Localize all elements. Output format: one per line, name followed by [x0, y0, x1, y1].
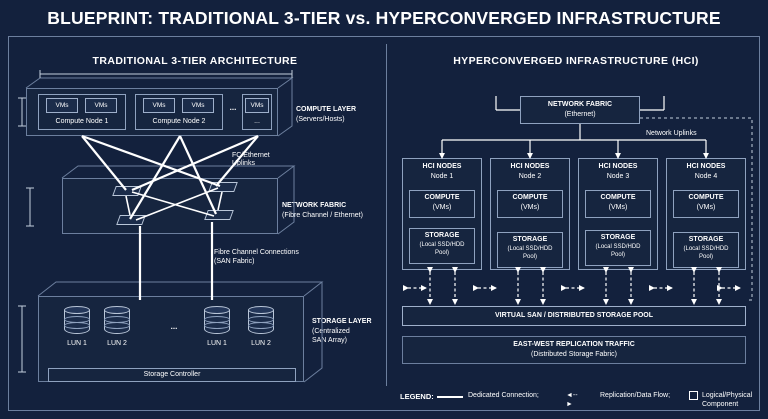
vm-box: VMs — [182, 98, 214, 113]
hci-node-2-compute-sub: (VMs) — [520, 204, 540, 211]
storage-controller-label: Storage Controller — [143, 371, 201, 378]
legend-title: LEGEND: — [400, 392, 434, 401]
compute-layer-sublabel: (Servers/Hosts) — [296, 116, 345, 123]
storage-layer-sublabel-1: (Centralized — [312, 328, 350, 335]
hci-node-1-name: Node 1 — [430, 173, 454, 180]
hci-node-2-storage-label: STORAGE — [512, 236, 548, 243]
hci-node-1-storage — [409, 228, 475, 264]
hci-node-3-compute-label: COMPUTE — [600, 194, 636, 201]
legend-component-box-icon — [689, 391, 698, 400]
network-switch-icon — [204, 210, 234, 220]
lun-disk-icon — [204, 306, 230, 336]
hci-node-1-compute-label: COMPUTE — [424, 194, 460, 201]
compute-node-2-label: Compute Node 2 — [152, 118, 206, 125]
network-fabric-sublabel: (Fibre Channel / Ethernet) — [282, 212, 363, 219]
hci-node-3-name: Node 3 — [606, 173, 630, 180]
hci-node-4-storage-sub2: Pool) — [698, 254, 713, 260]
compute-node-n-label: ... — [254, 118, 260, 125]
vm-box: VMs — [85, 98, 117, 113]
san-fabric-label-line1: Fibre Channel Connections — [214, 249, 299, 256]
hci-network-fabric-box — [520, 96, 640, 124]
lun-label: LUN 2 — [107, 340, 127, 347]
virtual-san-bar — [402, 306, 746, 326]
hci-node-2-title: HCI NODES — [510, 163, 550, 170]
hci-node-1-storage-sub1: (Local SSD/HDD — [419, 242, 465, 248]
network-switch-icon — [116, 215, 146, 225]
hci-node-1-compute — [409, 190, 475, 218]
lun-label: LUN 1 — [67, 340, 87, 347]
hci-node-3-title: HCI NODES — [598, 163, 638, 170]
legend-item-label: Logical/Physical Component — [702, 392, 753, 408]
hci-network-fabric-title: NETWORK FABRIC — [547, 101, 613, 108]
storage-layer-sublabel-2: SAN Array) — [312, 337, 348, 344]
hci-node-2-storage-sub1: (Local SSD/HDD — [507, 246, 553, 252]
hci-node-3-storage-sub2: Pool) — [610, 252, 625, 258]
hci-node-1-title: HCI NODES — [422, 163, 462, 170]
compute-layer-label: COMPUTE LAYER — [296, 106, 357, 113]
lun-disk-icon — [104, 306, 130, 336]
network-fabric-label: NETWORK FABRIC — [282, 202, 347, 209]
storage-luns-ellipsis: ... — [170, 322, 178, 331]
network-switch-icon — [208, 182, 238, 192]
lun-label: LUN 1 — [207, 340, 227, 347]
panel-divider — [386, 44, 387, 386]
right-panel-title: HYPERCONVERGED INFRASTRUCTURE (HCI) — [453, 55, 699, 67]
hci-node-4-compute-label: COMPUTE — [688, 194, 724, 201]
hci-node-1-storage-label: STORAGE — [424, 232, 460, 239]
legend-solid-line-icon — [437, 396, 463, 398]
hci-node-2-name: Node 2 — [518, 173, 542, 180]
east-west-replication-title: EAST-WEST REPLICATION TRAFFIC — [513, 341, 635, 348]
hci-node-4-storage-label: STORAGE — [688, 236, 724, 243]
fc-uplinks-label-line2: Uplinks — [232, 160, 255, 167]
hci-network-fabric-sub: (Ethernet) — [564, 111, 596, 118]
san-fabric-label-line2: (SAN Fabric) — [214, 258, 255, 265]
page-title: BLUEPRINT: TRADITIONAL 3-TIER vs. HYPERC… — [47, 8, 721, 28]
east-west-replication-box — [402, 336, 746, 364]
hci-node-4-compute-sub: (VMs) — [696, 204, 716, 211]
hci-node-2-storage — [497, 232, 563, 268]
network-fabric-container — [62, 178, 278, 234]
vm-box: VMs — [245, 98, 269, 113]
lun-disk-icon — [248, 306, 274, 336]
vm-box: VMs — [143, 98, 175, 113]
legend-dashed-arrow-icon: ◄--► — [566, 392, 578, 408]
hci-node-2-compute — [497, 190, 563, 218]
lun-label: LUN 2 — [251, 340, 271, 347]
hci-node-2-storage-sub2: Pool) — [522, 254, 537, 260]
hci-node-3-compute-sub: (VMs) — [608, 204, 628, 211]
hci-node-1-compute-sub: (VMs) — [432, 204, 452, 211]
legend-item-label: Dedicated Connection; — [468, 392, 539, 399]
lun-disk-icon — [64, 306, 90, 336]
hci-node-4-storage-sub1: (Local SSD/HDD — [683, 246, 729, 252]
hci-node-4-title: HCI NODES — [686, 163, 726, 170]
network-uplinks-label: Network Uplinks — [646, 130, 697, 137]
virtual-san-label: VIRTUAL SAN / DISTRIBUTED STORAGE POOL — [494, 312, 654, 319]
storage-layer-label: STORAGE LAYER — [312, 318, 372, 325]
hci-node-1-storage-sub2: Pool) — [434, 250, 449, 256]
east-west-replication-sub: (Distributed Storage Fabric) — [531, 351, 617, 358]
hci-node-3-storage-label: STORAGE — [600, 234, 636, 241]
compute-node-1-label: Compute Node 1 — [55, 118, 109, 125]
left-panel-title: TRADITIONAL 3-TIER ARCHITECTURE — [92, 55, 298, 67]
network-switch-icon — [112, 186, 142, 196]
hci-node-3-storage-sub1: (Local SSD/HDD — [595, 244, 641, 250]
hci-node-2-compute-label: COMPUTE — [512, 194, 548, 201]
compute-nodes-ellipsis: ... — [229, 103, 237, 112]
vm-box: VMs — [46, 98, 78, 113]
legend-item-label: Replication/Data Flow; — [600, 392, 671, 399]
outer-frame — [8, 36, 760, 411]
hci-node-4-name: Node 4 — [694, 173, 718, 180]
storage-controller-bar — [48, 368, 296, 382]
